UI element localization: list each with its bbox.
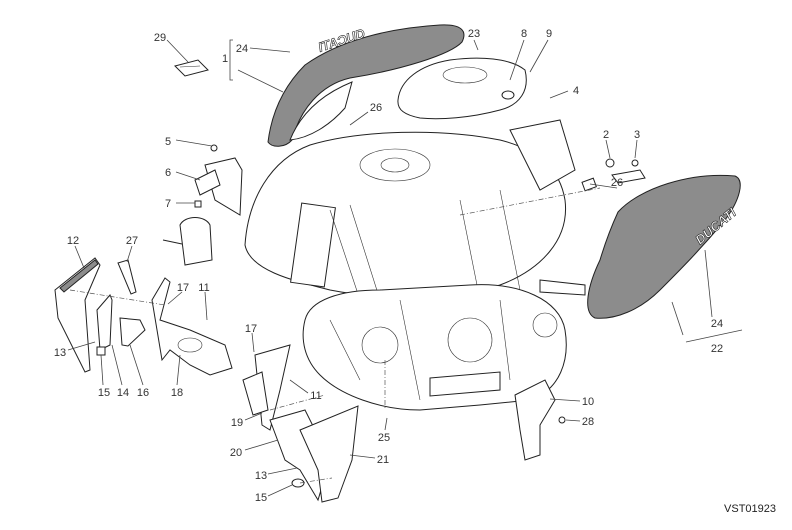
part-12-left-cowl (54, 257, 101, 373)
callout-29: 29 (154, 32, 166, 44)
callout-3: 3 (634, 129, 640, 141)
part-10-cover (514, 379, 566, 461)
callout-7: 7 (165, 198, 171, 210)
callout-21: 21 (377, 454, 389, 466)
part-21-lower-fairing (269, 405, 359, 503)
part-6-ignition-bracket (162, 144, 243, 266)
callout-6: 6 (165, 167, 171, 179)
callout-13-mid: 13 (255, 470, 267, 482)
callout-16: 16 (137, 387, 149, 399)
callout-15-mid: 15 (255, 492, 267, 504)
callout-8: 8 (521, 28, 527, 40)
callout-26-right: 26 (611, 177, 623, 189)
callout-17-mid: 17 (245, 323, 257, 335)
callout-22: 22 (711, 343, 723, 355)
callout-2: 2 (603, 129, 609, 141)
part-18-air-duct (151, 277, 233, 376)
callout-11-left: 11 (198, 282, 209, 294)
callout-26-top: 26 (370, 102, 382, 114)
callout-13-left: 13 (54, 347, 66, 359)
callout-24-top: 24 (236, 43, 248, 55)
part-27-hose (117, 259, 137, 295)
callout-27: 27 (126, 235, 138, 247)
callout-23: 23 (468, 28, 480, 40)
callout-15-left: 15 (98, 387, 110, 399)
callout-11-mid: 11 (310, 390, 321, 402)
callout-17-left: 17 (177, 282, 189, 294)
part-19-cowl (242, 344, 291, 431)
callout-14: 14 (117, 387, 129, 399)
part-22-side-panel: DUCATI (581, 158, 741, 319)
leader-lines (67, 39, 743, 497)
callout-4: 4 (573, 85, 579, 97)
callout-10: 10 (582, 396, 594, 408)
callout-9: 9 (546, 28, 552, 40)
callout-25: 25 (378, 432, 390, 444)
callout-5: 5 (165, 136, 171, 148)
part-14-bracket (96, 294, 146, 356)
callout-1: 1 (222, 53, 228, 65)
callout-18: 18 (171, 387, 183, 399)
callout-labels: 29 24 1 23 8 9 26 4 5 6 7 2 3 26 12 27 1… (54, 28, 776, 515)
callout-20: 20 (230, 447, 242, 459)
callout-24-right: 24 (711, 318, 723, 330)
part-8-tank-top (397, 57, 527, 120)
callout-19: 19 (231, 417, 243, 429)
drawing-code: VST01923 (724, 503, 776, 515)
engine-block (302, 279, 586, 411)
centerlines (69, 187, 601, 484)
callout-12: 12 (67, 235, 79, 247)
part-29-decal (174, 59, 209, 77)
callout-28: 28 (582, 416, 594, 428)
fuel-tank-and-frame (244, 119, 576, 301)
